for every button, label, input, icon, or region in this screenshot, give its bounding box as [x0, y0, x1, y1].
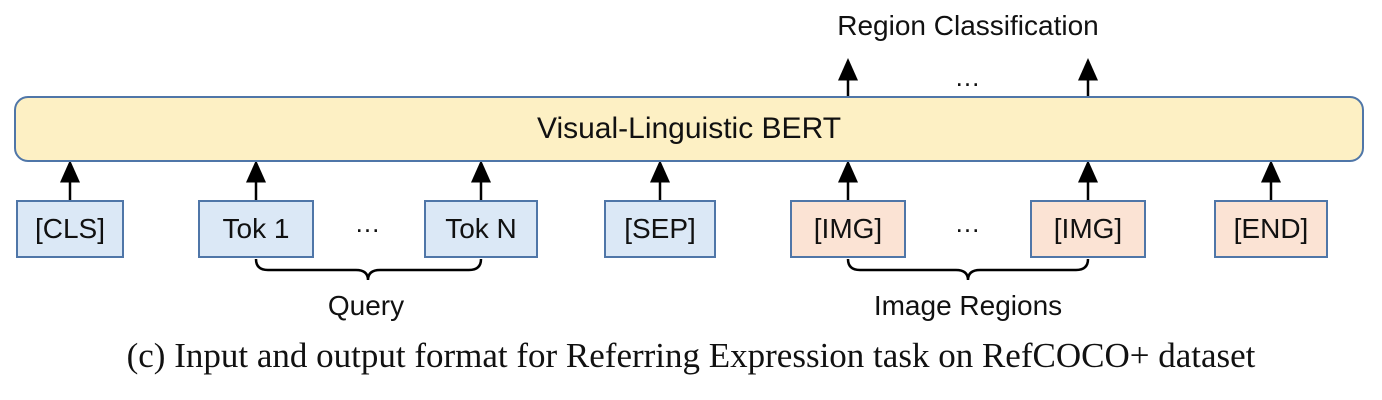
token-sep: [SEP] — [604, 200, 716, 258]
token-img-last-label: [IMG] — [1053, 213, 1123, 244]
token-img-first: [IMG] — [790, 200, 906, 258]
token-ellipsis-query: ... — [355, 208, 381, 238]
image-regions-brace — [846, 258, 1090, 281]
output-label: Region Classification — [837, 10, 1099, 41]
figure-caption: (c) Input and output format for Referrin… — [126, 336, 1256, 375]
token-tok1: Tok 1 — [198, 200, 314, 258]
token-tokn: Tok N — [424, 200, 538, 258]
query-label: Query — [327, 290, 405, 321]
token-tokn-label: Tok N — [445, 213, 517, 244]
token-tok1-label: Tok 1 — [222, 213, 290, 244]
token-sep-label: [SEP] — [624, 213, 696, 244]
token-img-first-label: [IMG] — [813, 213, 883, 244]
image-regions-label: Image Regions — [873, 290, 1063, 321]
token-cls-label: [CLS] — [34, 213, 106, 244]
token-ellipsis-image: ... — [955, 208, 981, 238]
token-img-last: [IMG] — [1030, 200, 1146, 258]
bert-model-label: Visual-Linguistic BERT — [536, 112, 842, 145]
token-end: [END] — [1214, 200, 1328, 258]
query-brace — [254, 258, 483, 281]
bert-model-box: Visual-Linguistic BERT — [14, 96, 1364, 162]
token-cls: [CLS] — [16, 200, 124, 258]
output-ellipsis: ... — [955, 62, 981, 92]
token-end-label: [END] — [1233, 213, 1309, 244]
